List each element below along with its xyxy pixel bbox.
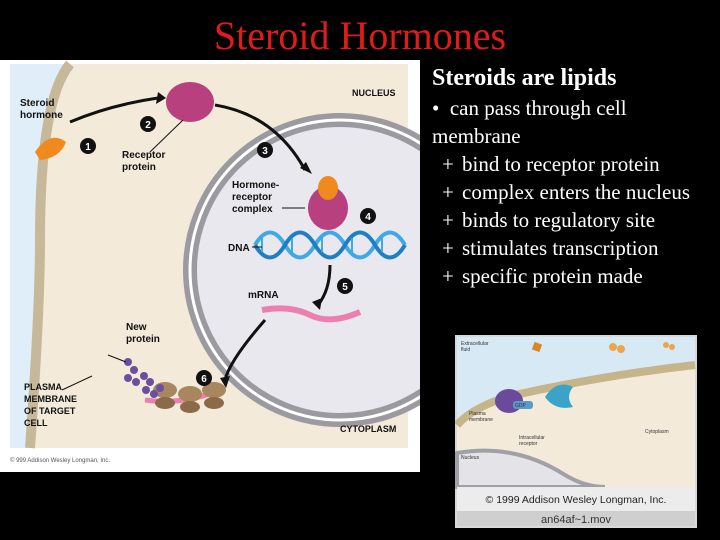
label-plasma-membrane: PLASMA [24, 382, 63, 392]
arrow-step-1 [69, 96, 159, 124]
sub-bullet-marker: + [442, 208, 454, 232]
movie-label-intracellular-receptor: Intracellular [519, 435, 545, 441]
bullet-point: • can pass through cell membrane [432, 94, 720, 150]
movie-label-gdp: GDP [515, 403, 527, 409]
sub-bullet-marker: + [442, 264, 454, 288]
ribosome-2 [178, 386, 202, 402]
sub-bullet: + complex enters the nucleus [432, 178, 720, 206]
movie-copyright-bar [457, 487, 695, 511]
step-number: 3 [262, 146, 268, 157]
slide-title: Steroid Hormones [213, 13, 507, 58]
mrna-strand [261, 305, 362, 323]
hormone-receptor-complex [308, 186, 348, 230]
diagram-svg: 1 2 3 4 5 6 Steroid hormone Receptor pro… [10, 60, 497, 464]
extracellular-region [10, 64, 70, 448]
movie-filename: an64af~1.mov [541, 514, 612, 526]
diagram-copyright: © 999 Addison Wesley Longman, Inc. [10, 457, 110, 464]
plasma-membrane [25, 60, 74, 449]
bullet-list: Steroids are lipids • can pass through c… [432, 62, 720, 290]
movie-label-nucleus: Nucleus [461, 455, 480, 461]
movie-label-cytoplasm: Cytoplasm [645, 429, 669, 435]
movie-label-intracellular-receptor: receptor [519, 441, 538, 447]
sub-bullet-text: complex enters the nucleus [462, 180, 691, 204]
ribosome-3 [202, 382, 226, 398]
movie-copyright: © 1999 Addison Wesley Longman, Inc. [486, 494, 667, 506]
label-mrna: mRNA [248, 290, 279, 301]
movie-hormone-3 [617, 345, 625, 353]
dna-helix [253, 230, 407, 260]
movie-hormone-2 [609, 343, 617, 351]
bullet-marker: • [432, 96, 440, 120]
bullet-text: can pass through cell membrane [432, 96, 627, 148]
sub-bullet-text: bind to receptor protein [462, 152, 660, 176]
label-new-protein: New [126, 322, 147, 333]
movie-label-extracellular: Extracellular [461, 341, 489, 347]
label-steroid-hormone: hormone [20, 110, 63, 121]
arrow-step-3 [214, 103, 307, 171]
label-cytoplasm: CYTOPLASM [340, 424, 396, 434]
ribosome-1-base [155, 397, 175, 409]
label-nucleus: NUCLEUS [352, 88, 396, 98]
step-number: 6 [201, 374, 207, 385]
sub-bullet: + binds to regulatory site [432, 206, 720, 234]
step-number: 5 [342, 282, 348, 293]
movie-svg: Extracellular fluid Plasma membrane GDP … [454, 335, 697, 528]
movie-gdp-badge [513, 401, 533, 409]
arrow-step-6 [223, 319, 267, 381]
movie-thumbnail[interactable]: Extracellular fluid Plasma membrane GDP … [454, 335, 697, 528]
label-steroid-hormone: Steroid [20, 98, 54, 109]
movie-hormone-1 [531, 341, 543, 353]
sub-bullet-marker: + [442, 180, 454, 204]
sub-bullet-text: specific protein made [462, 264, 643, 288]
sub-bullet: + bind to receptor protein [432, 150, 720, 178]
movie-plasma-membrane [454, 361, 696, 428]
ribosome-2-base [180, 401, 200, 413]
sub-bullet-text: stimulates transcription [462, 236, 659, 260]
ribosome-3-base [204, 397, 224, 409]
movie-intracellular-receptor [545, 384, 573, 408]
label-hormone-receptor-complex: Hormone- [232, 180, 279, 191]
label-plasma-membrane: MEMBRANE [24, 394, 77, 404]
new-protein-chain [124, 358, 164, 398]
label-receptor-protein: Receptor [122, 150, 165, 161]
movie-hormone-5 [669, 344, 675, 350]
step-number: 1 [85, 142, 91, 153]
movie-label-plasma-membrane: membrane [469, 417, 493, 423]
label-dna: DNA [228, 243, 250, 254]
step-number: 2 [145, 120, 151, 131]
label-hormone-receptor-complex: complex [232, 204, 273, 215]
label-hormone-receptor-complex: receptor [232, 192, 272, 203]
movie-caption-bar [457, 511, 695, 526]
receptor-protein [166, 82, 214, 122]
sub-bullet-text: binds to regulatory site [462, 208, 656, 232]
bound-hormone [318, 176, 338, 200]
movie-label-extracellular: fluid [461, 347, 470, 353]
steroid-hormone [35, 137, 66, 160]
leader-lines [61, 119, 305, 391]
step-number: 4 [365, 212, 371, 223]
label-plasma-membrane: OF TARGET [24, 406, 76, 416]
label-new-protein: protein [126, 334, 160, 345]
sub-bullet: + stimulates transcription [432, 234, 720, 262]
sub-bullet: + specific protein made [432, 262, 720, 290]
label-plasma-membrane: CELL [24, 418, 48, 428]
bullet-heading: Steroids are lipids [432, 65, 617, 91]
step-markers [80, 116, 376, 386]
steroid-pathway-diagram: 1 2 3 4 5 6 Steroid hormone Receptor pro… [0, 60, 497, 472]
movie-hormone-4 [663, 342, 669, 348]
sub-bullet-marker: + [442, 236, 454, 260]
sub-bullet-marker: + [442, 152, 454, 176]
arrow-heads [156, 92, 322, 388]
label-receptor-protein: protein [122, 162, 156, 173]
movie-nucleus [455, 448, 606, 489]
movie-label-plasma-membrane: Plasma [469, 411, 486, 417]
